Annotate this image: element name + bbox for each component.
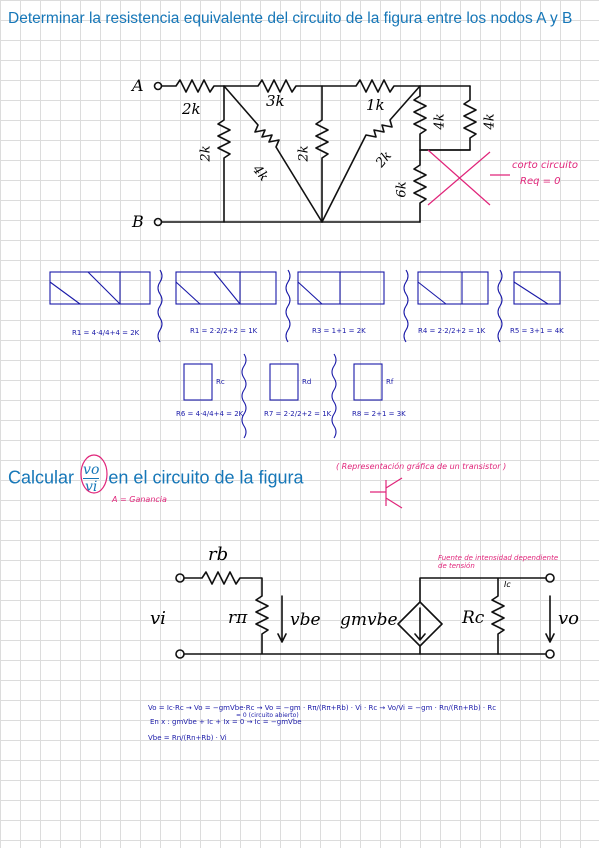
step-5: R5 = 3+1 = 4K	[510, 327, 564, 335]
problem1-title: Determinar la resistencia equivalente de…	[8, 10, 573, 27]
step-3: R3 = 1+1 = 2K	[312, 327, 366, 335]
resistor-2k-left	[217, 85, 231, 223]
label-rpi: rπ	[228, 608, 248, 628]
label-rc: Rc	[462, 608, 485, 628]
step-1: R1 = 4·4/4+4 = 2K	[72, 329, 140, 337]
equation-2: En x : gmVbe + Ic + Ix = 0 → Ic = −gmVbe	[150, 718, 302, 726]
req-note: Req = 0	[520, 176, 561, 187]
r-label-1: 2k	[182, 100, 201, 118]
resistor-2k-mid	[315, 85, 329, 223]
step-8: R8 = 2+1 = 3K	[352, 410, 406, 418]
transistor-note: ( Representación gráfica de un transisto…	[336, 462, 507, 471]
step-2: R1 = 2·2/2+2 = 1K	[190, 327, 258, 335]
equation-3: Vbe = Rn/(Rn+Rb) · Vi	[148, 734, 227, 742]
step-7: R7 = 2·2/2+2 = 1K	[264, 410, 332, 418]
step-label-rf: Rf	[386, 378, 394, 386]
source-note: Fuente de intensidad dependiente de tens…	[438, 554, 559, 570]
label-vo: vo	[558, 608, 580, 629]
ratio-numerator: vo	[83, 462, 100, 479]
label-rb: rb	[208, 544, 229, 565]
step-label-rc: Rc	[216, 378, 225, 386]
resistor-4k-right	[419, 85, 477, 151]
top-rail	[161, 79, 471, 93]
label-ic: Ic	[504, 580, 511, 589]
label-vbe: vbe	[290, 610, 321, 630]
gain-note: A = Ganancia	[112, 495, 167, 504]
node-b-label: B	[132, 212, 144, 231]
r-label-2: 3k	[266, 92, 285, 110]
problem2-title: Calcular vo vi en el circuito de la figu…	[8, 462, 304, 495]
resistor-4k-diag	[223, 85, 323, 223]
resistor-2k-diag	[321, 85, 421, 223]
equation-note: = 0 (circuito abierto)	[236, 712, 299, 719]
short-circuit-note: corto circuito	[512, 160, 578, 171]
step-6: R6 = 4·4/4+4 = 2K	[176, 410, 244, 418]
r-label-3: 1k	[366, 96, 385, 114]
step-4: R4 = 2·2/2+2 = 1K	[418, 327, 486, 335]
equation-1: Vo = Ic·Rc → Vo = −gmVbe·Rc → Vo = −gm ·…	[148, 704, 497, 712]
node-a-label: A	[132, 76, 144, 95]
short-circuit-mark	[427, 149, 510, 206]
label-vi: vi	[150, 608, 166, 629]
step-label-rd: Rd	[302, 378, 312, 386]
label-gm: gmvbe	[340, 610, 398, 630]
